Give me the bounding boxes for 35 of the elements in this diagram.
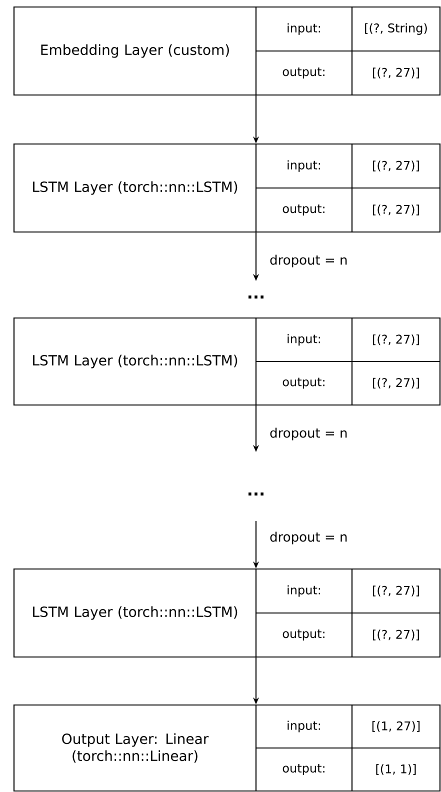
layer-box [13,6,441,96]
ellipsis: ... [248,296,264,299]
shape-value: [(1, 27)] [372,721,420,732]
layer-name: Embedding Layer (custom) [41,44,229,58]
layer-box [13,568,441,658]
layer-box [13,143,441,233]
edge-label: dropout = n [270,254,347,268]
shape-value: [(?, 27)] [373,378,419,389]
shape-value: [(?, 27)] [373,204,419,216]
layer-name: LSTM Layer (torch::nn::LSTM) [33,181,238,195]
shape-value: [(?, 27)] [373,160,419,172]
shape-value: [(?, String) [365,23,427,35]
field-label: output: [282,764,324,775]
field-label: input: [288,585,320,597]
shape-value: [(?, 27)] [373,586,419,596]
field-label: input: [288,23,320,35]
field-label: input: [288,720,320,732]
layer-name: LSTM Layer (torch::nn::LSTM) [33,606,238,620]
field-label: output: [282,378,324,389]
shape-value: [(?, 27)] [373,68,419,78]
field-label: output: [282,68,324,78]
layer-box [13,704,441,792]
edge-label: dropout = n [270,428,347,440]
field-label: input: [288,334,320,346]
shape-value: [(?, 27)] [373,334,419,346]
layer-name: LSTM Layer (torch::nn::LSTM) [33,354,238,368]
field-label: output: [282,204,324,216]
field-label: input: [288,160,320,172]
layer-box [13,317,441,406]
layer-name: Output Layer: Linear (torch::nn::Linear) [62,733,209,763]
ellipsis: ... [248,492,264,496]
shape-value: [(1, 1)] [376,764,416,775]
shape-value: [(?, 27)] [373,630,419,640]
field-label: output: [282,630,324,640]
edge-label: dropout = n [270,532,347,544]
